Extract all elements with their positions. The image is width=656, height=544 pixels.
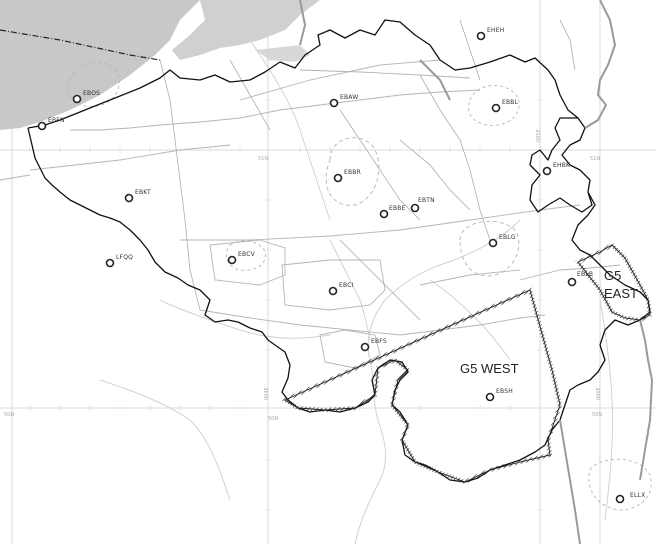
north-sea [0,0,200,130]
aerodrome-label-ebfs: EBFS [371,338,387,345]
aerodrome-label-ebci: EBCI [339,282,354,289]
aerodrome-label-ellx: ELLX [630,492,645,499]
grid-label-50n-b: 50N [592,412,602,418]
aerodrome-label-ebbr: EBBR [344,169,361,176]
grid-label-005e: 005E [536,129,542,142]
aerodrome-icon-ebaw [329,98,339,108]
g5-east-label-line1: G5 [604,268,621,283]
grid-label-006e: 006E [596,387,602,400]
scheldt-estuary [172,0,320,60]
grid-label-004e: 004E [264,387,270,400]
aerodrome-icon-ebbe [379,209,389,219]
aerodrome-icon-eblg [488,238,498,248]
aerodrome-label-ebfn: EBFN [48,117,65,124]
aerodrome-icon-ebcv [227,255,237,265]
aerodrome-icon-lfqq [105,258,115,268]
aerodrome-icon-ebsh [485,392,495,402]
aerodrome-label-ebkt: EBKT [135,189,151,196]
aerodrome-icon-ebtn [410,203,420,213]
aerodrome-icon-ebfn [37,121,47,131]
aerodrome-icon-ebbr [333,173,343,183]
aerodrome-icon-ehbk [542,166,552,176]
aerodrome-label-ehbk: EHBK [553,162,571,169]
aerodrome-label-ebcv: EBCV [238,251,256,258]
fir-boundary [0,29,161,61]
national-border [27,19,651,483]
aerodrome-label-ebos: EBOS [83,90,100,97]
g5-east-outline [577,244,651,321]
aerodrome-label-eblg: EBLG [499,234,516,241]
g5-east-label-line2: EAST [604,286,638,301]
aerodrome-label-eheh: EHEH [487,27,504,34]
aerodrome-icon-ebci [328,286,338,296]
aerodrome-markers [37,31,625,504]
airspace-boundaries [0,19,652,511]
aerodrome-icon-eheh [476,31,486,41]
graticule-ticks [29,59,543,511]
aerodrome-icon-ebkt [124,193,134,203]
aerodrome-icon-ebos [72,94,82,104]
aerodrome-label-ebtn: EBTN [418,197,435,204]
g5-west-area [280,287,563,485]
grid-label-51n-a: 51N [258,156,268,162]
aerodrome-icon-ebfs [360,342,370,352]
g5-west-outline [284,289,561,483]
g5-west-label: G5 WEST [460,361,519,376]
aerodrome-label-ebaw: EBAW [340,94,358,101]
aerodrome-label-ebsh: EBSH [496,388,513,395]
neighbour-borders [299,0,654,544]
aerodrome-label-lfqq: LFQQ [116,254,133,261]
aerodrome-icon-ellx [615,494,625,504]
aerodrome-icon-ebbl [491,103,501,113]
grid-label-51n-b: 51N [590,156,600,162]
grid-label-50n-a: 50N [268,416,278,422]
aerodrome-label-ebbl: EBBL [502,99,519,106]
aerodrome-label-eblb: EBLB [577,271,593,278]
aerodrome-label-ebbe: EBBE [389,205,406,212]
aerodrome-icon-eblb [567,277,577,287]
grid-label-50n-c: 50N [4,412,14,418]
rivers [99,39,614,544]
estuary-inlet [255,45,310,62]
